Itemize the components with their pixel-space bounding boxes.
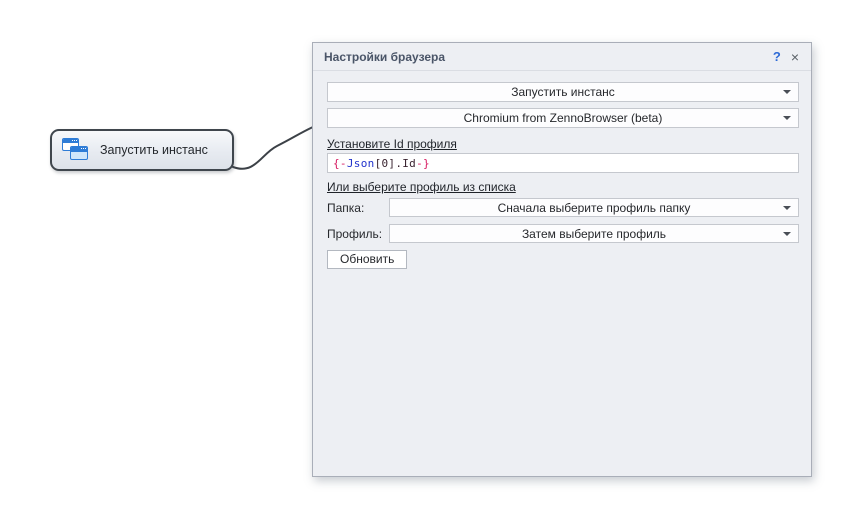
set-profile-id-link[interactable]: Установите Id профиля	[327, 137, 457, 151]
browser-type-dropdown[interactable]: Chromium from ZennoBrowser (beta)	[327, 108, 799, 128]
profile-id-input-value: {-Json[0].Id-}	[333, 156, 430, 170]
node-label: Запустить инстанс	[100, 143, 208, 157]
folder-label: Папка:	[327, 200, 365, 215]
front-window-shape	[70, 146, 88, 160]
chevron-down-icon	[783, 116, 791, 120]
profile-id-input[interactable]: {-Json[0].Id-}	[327, 153, 799, 173]
chevron-down-icon	[783, 205, 791, 210]
chevron-down-icon	[783, 90, 791, 94]
profile-row: Профиль: Затем выберите профиль	[327, 224, 799, 243]
profile-label: Профиль:	[327, 226, 383, 241]
close-icon[interactable]: ×	[790, 48, 799, 65]
chevron-down-icon	[783, 231, 791, 236]
action-node-launch-instance[interactable]: Запустить инстанс	[50, 129, 234, 171]
select-profile-from-list-link[interactable]: Или выберите профиль из списка	[327, 180, 516, 194]
browser-settings-panel: Настройки браузера ? × Запустить инстанс…	[312, 42, 812, 477]
folder-dropdown[interactable]: Сначала выберите профиль папку	[389, 198, 799, 217]
profile-dropdown[interactable]: Затем выберите профиль	[389, 224, 799, 243]
folder-row: Папка: Сначала выберите профиль папку	[327, 198, 799, 217]
action-dropdown[interactable]: Запустить инстанс	[327, 82, 799, 102]
help-icon[interactable]: ?	[772, 49, 781, 64]
folder-dropdown-value: Сначала выберите профиль папку	[497, 200, 691, 215]
panel-header: Настройки браузера ? ×	[313, 43, 811, 71]
panel-body: Запустить инстанс Chromium from ZennoBro…	[313, 71, 811, 269]
browser-type-dropdown-value: Chromium from ZennoBrowser (beta)	[463, 111, 663, 125]
refresh-button[interactable]: Обновить	[327, 250, 408, 269]
panel-title: Настройки браузера	[324, 49, 446, 64]
profile-dropdown-value: Затем выберите профиль	[521, 226, 667, 241]
action-dropdown-value: Запустить инстанс	[511, 85, 615, 99]
cascade-windows-icon	[62, 137, 89, 163]
